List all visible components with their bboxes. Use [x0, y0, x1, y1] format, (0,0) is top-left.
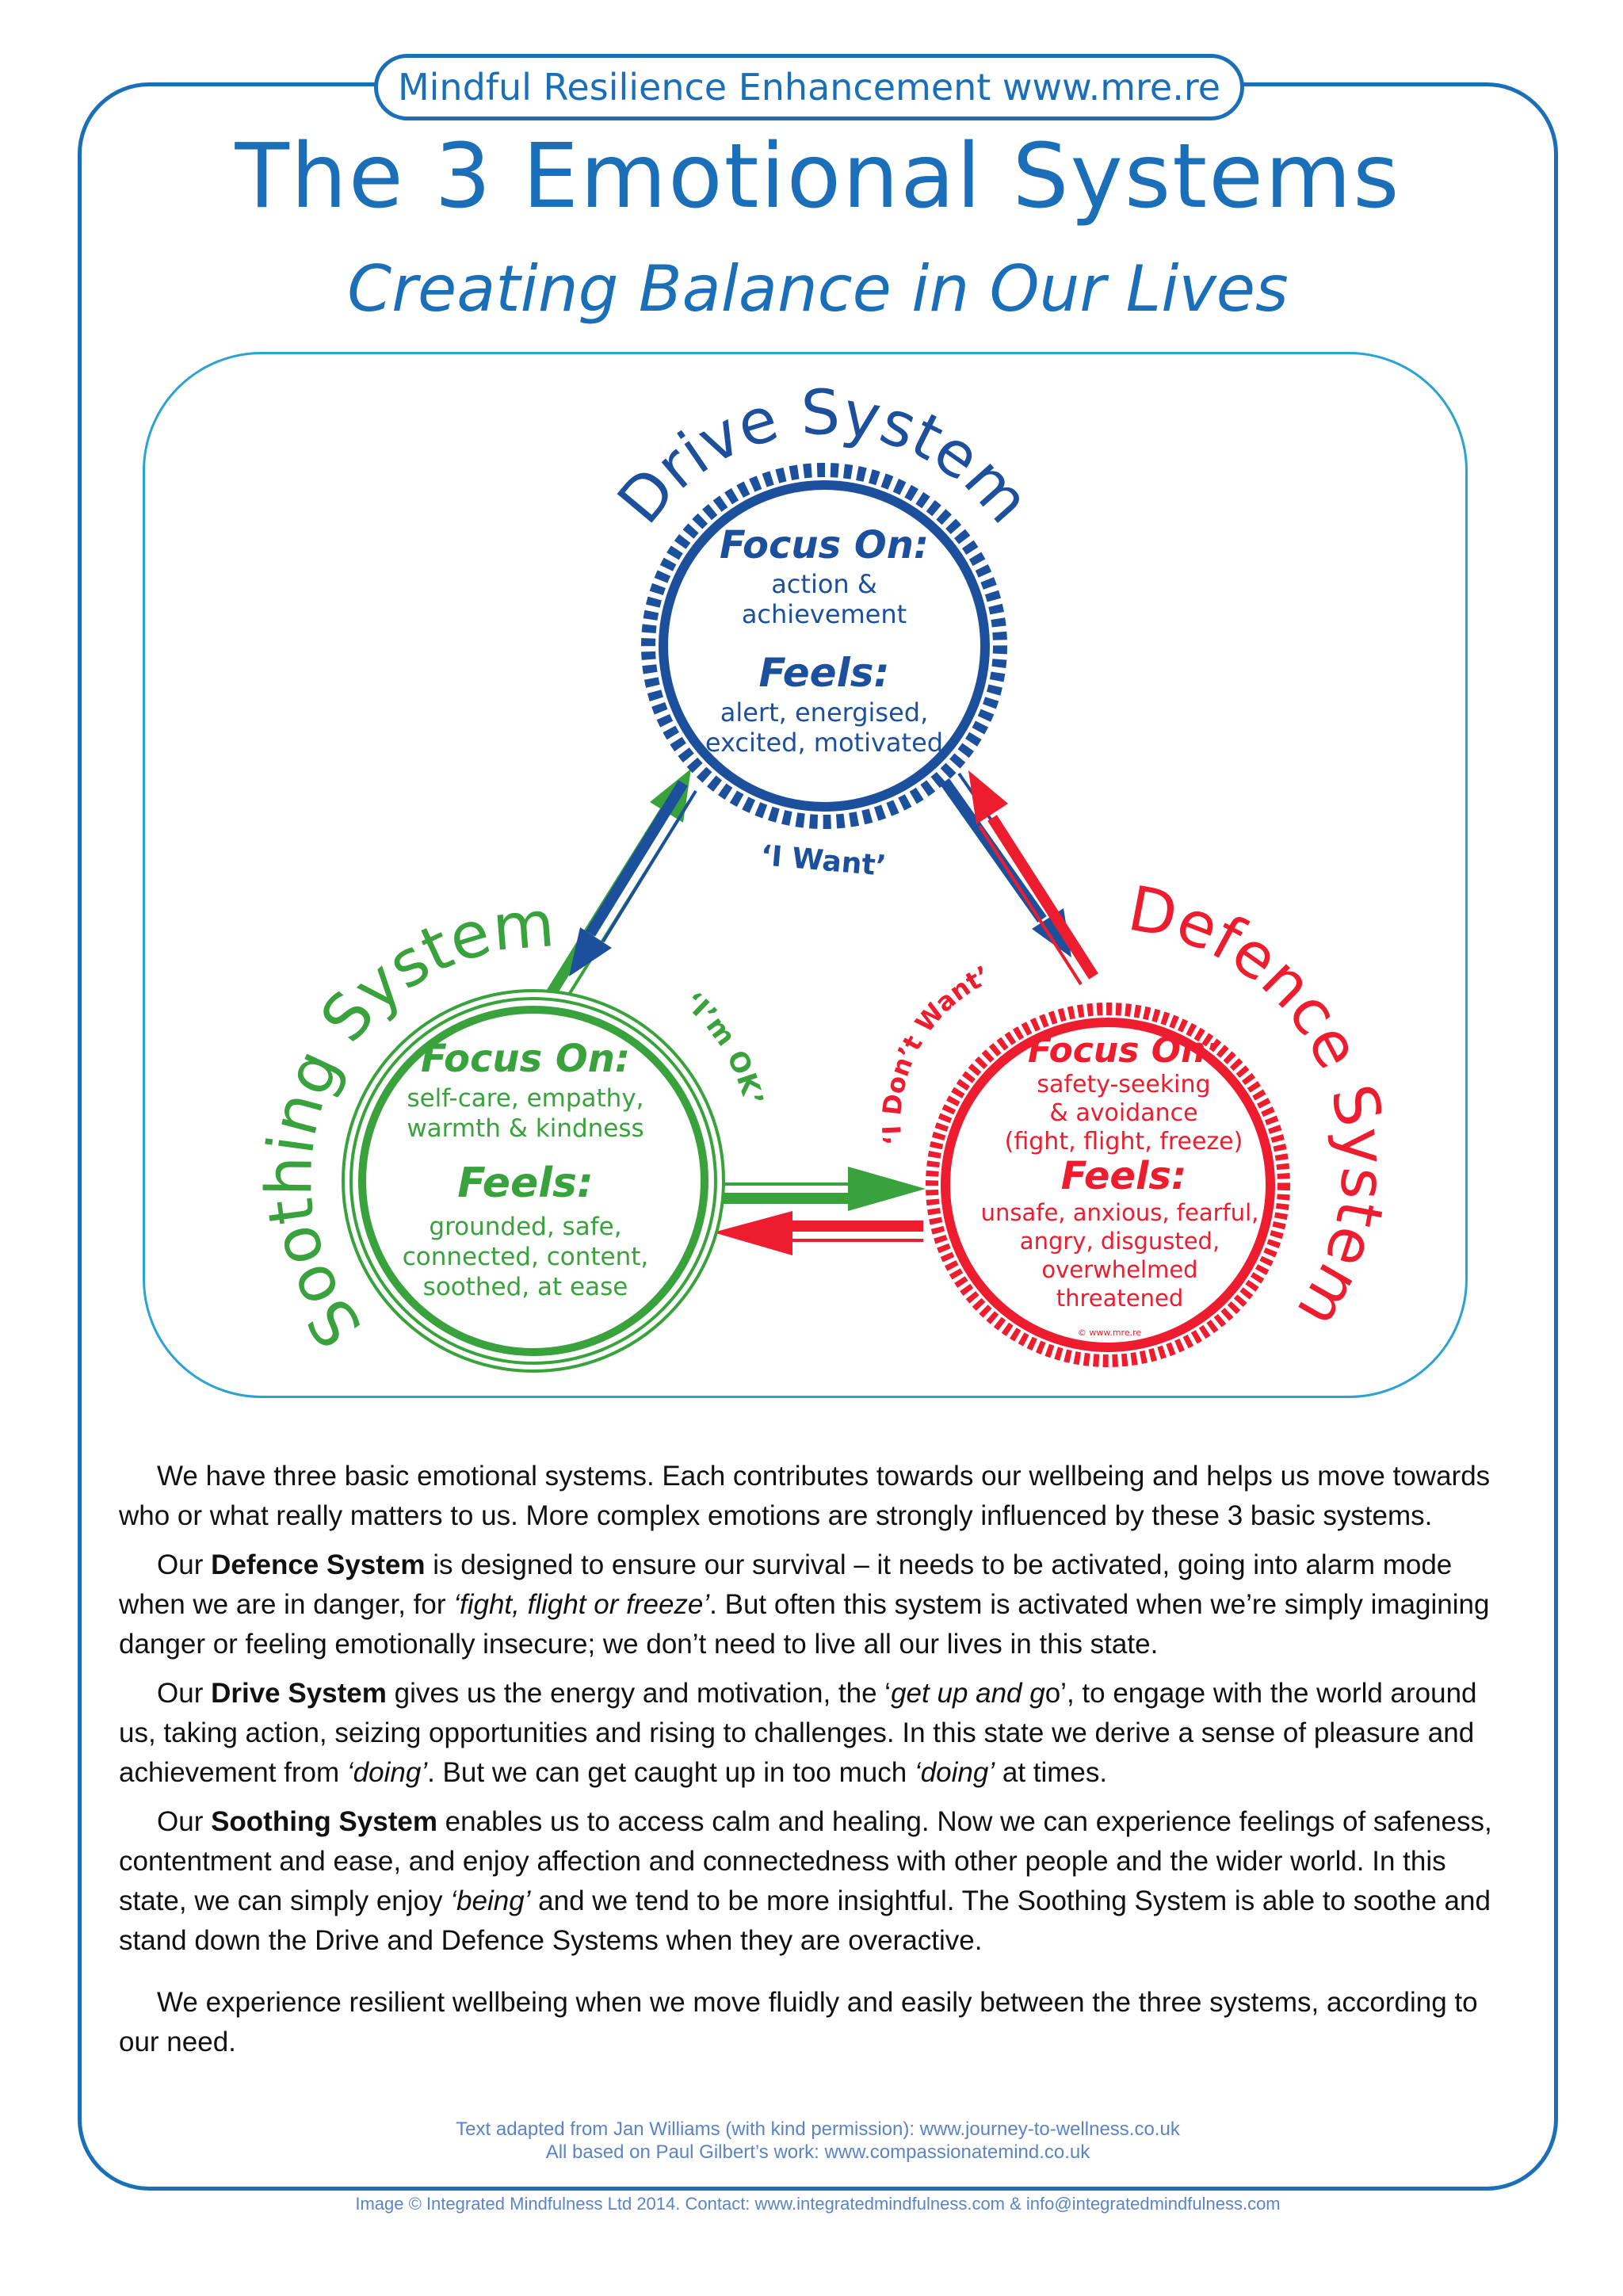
- soothing-inner-ring: [358, 1006, 708, 1356]
- arrow-defence-to-soothing: [713, 1211, 923, 1255]
- drive-inner-ring: [659, 480, 990, 812]
- soothing-feels-line-1: grounded, safe,: [429, 1213, 621, 1241]
- site-banner: Mindful Resilience Enhancement www.mre.r…: [374, 54, 1244, 120]
- soothing-feels-line-2: connected, content,: [403, 1243, 649, 1271]
- defence-feels-line-1: unsafe, anxious, fearful,: [981, 1199, 1259, 1226]
- paragraph-soothing: Our Soothing System enables us to access…: [119, 1806, 1492, 1956]
- defence-feels-line-4: threatened: [1056, 1285, 1184, 1312]
- diagram-frame: [143, 352, 1468, 1398]
- emotional-systems-diagram: Drive System Focus On: action & achievem…: [252, 377, 1400, 1373]
- credit-paul-gilbert: All based on Paul Gilbert’s work: www.co…: [545, 2141, 1090, 2163]
- soothing-feels-line-3: soothed, at ease: [423, 1273, 628, 1301]
- soothing-focus-line-2: warmth & kindness: [407, 1114, 643, 1143]
- term-defence-system: Defence System: [211, 1549, 426, 1580]
- defence-inner-ring: [941, 1018, 1275, 1352]
- soothing-focus-line-1: self-care, empathy,: [407, 1084, 643, 1113]
- defence-watermark: © www.mre.re: [1078, 1328, 1142, 1338]
- credit-jan-williams: Text adapted from Jan Williams (with kin…: [456, 2118, 1180, 2140]
- explanation-text: We have three basic emotional systems. E…: [119, 1457, 1514, 2072]
- defence-feels-line-2: angry, disgusted,: [1020, 1228, 1220, 1255]
- arrow-drive-to-defence: [940, 772, 1071, 957]
- credits: Text adapted from Jan Williams (with kin…: [78, 2118, 1558, 2164]
- drive-focus-line-2: achievement: [742, 599, 907, 629]
- term-drive-system: Drive System: [211, 1678, 387, 1709]
- arrow-defence-to-drive: [968, 770, 1098, 986]
- soothing-middle-ring: [349, 997, 717, 1365]
- defence-feels-line-3: overwhelmed: [1041, 1256, 1197, 1283]
- defence-focus-line-3: (fight, flight, freeze): [1005, 1128, 1243, 1156]
- page-subtitle: Creating Balance in Our Lives: [347, 252, 1289, 326]
- defence-feels-heading: Feels:: [1061, 1154, 1186, 1198]
- defence-focus-line-2: & avoidance: [1049, 1099, 1197, 1127]
- paragraph-intro: We have three basic emotional systems. E…: [119, 1461, 1491, 1531]
- arrow-drive-to-soothing: [569, 780, 697, 976]
- defence-focus-line-1: safety-seeking: [1037, 1071, 1210, 1098]
- drive-focus-line-1: action &: [771, 569, 877, 599]
- drive-motto: ‘I Want’: [759, 839, 888, 883]
- term-soothing-system: Soothing System: [211, 1806, 437, 1837]
- drive-feels-line-1: alert, energised,: [720, 697, 929, 728]
- soothing-feels-heading: Feels:: [457, 1159, 594, 1207]
- paragraph-drive: Our Drive System gives us the energy and…: [119, 1678, 1477, 1788]
- defence-focus-heading: Focus On:: [1028, 1030, 1220, 1071]
- page-title: The 3 Emotional Systems: [235, 125, 1401, 228]
- arrow-soothing-to-defence: [701, 1167, 926, 1211]
- drive-feels-heading: Feels:: [759, 650, 890, 696]
- copyright-notice: Image © Integrated Mindfulness Ltd 2014.…: [355, 2194, 1281, 2214]
- paragraph-conclusion: We experience resilient wellbeing when w…: [119, 1987, 1478, 2057]
- drive-focus-heading: Focus On:: [720, 523, 929, 567]
- drive-feels-line-2: excited, motivated: [705, 728, 943, 758]
- soothing-focus-heading: Focus On:: [421, 1037, 630, 1081]
- paragraph-defence: Our Defence System is designed to ensure…: [119, 1549, 1490, 1660]
